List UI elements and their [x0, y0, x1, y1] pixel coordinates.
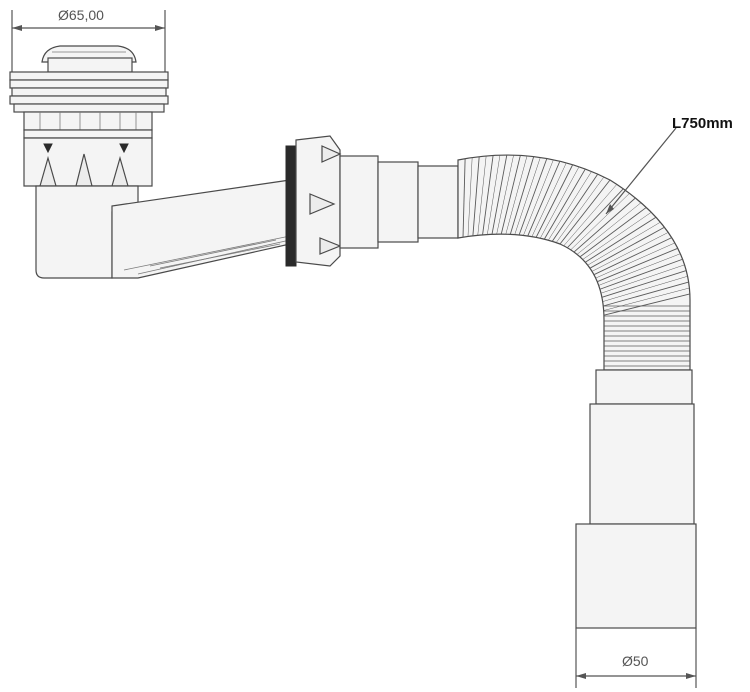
hose-rib — [573, 197, 636, 253]
hose-rib — [543, 168, 586, 240]
hose-rib — [462, 158, 466, 238]
hose-length-label: L750mm — [672, 115, 733, 132]
hose-rib — [539, 166, 580, 239]
hose-rib — [599, 258, 683, 290]
hose-rib — [598, 253, 681, 286]
hose-rib — [535, 164, 574, 238]
hose-rib — [523, 159, 554, 236]
hose-rib — [603, 293, 690, 316]
hose-rib — [597, 247, 678, 283]
connecting-pipe — [111, 179, 291, 279]
hose-rib — [593, 237, 672, 276]
hose-rib — [595, 242, 675, 279]
hose-rib — [509, 156, 535, 235]
hose-rib — [602, 276, 688, 302]
hose-rib — [579, 207, 647, 258]
hose-rib — [551, 173, 599, 242]
hose-rib — [576, 202, 642, 255]
hose-rib — [603, 281, 689, 307]
coupling-nut — [285, 135, 459, 267]
hose-rib — [491, 154, 508, 235]
hose-rib — [566, 188, 624, 249]
hose-rib — [482, 155, 494, 235]
hose-rib — [603, 287, 690, 311]
hose-rib — [500, 155, 521, 235]
hose-rib — [570, 193, 630, 251]
hose-rib — [600, 264, 685, 294]
hose-rib — [496, 155, 514, 235]
hose-length-callout: L750mm — [605, 115, 733, 215]
hose-rib — [505, 155, 528, 235]
top-dimension: Ø65,00 — [11, 7, 166, 78]
hose-rib — [591, 232, 669, 272]
hose-rib — [518, 158, 548, 236]
hose-rib — [589, 226, 665, 269]
hose-rib — [587, 221, 661, 266]
hose-rib — [559, 179, 611, 245]
hose-rib — [563, 184, 617, 246]
outlet-pipe — [575, 369, 697, 629]
hose-rib — [531, 162, 567, 237]
top-diameter-label: Ø65,00 — [58, 7, 104, 23]
hose-rib — [477, 155, 487, 236]
hose-rib — [582, 212, 652, 260]
hose-rib — [527, 161, 561, 237]
hose-rib — [472, 156, 480, 236]
hose-rib — [487, 155, 501, 235]
hose-rib — [467, 157, 473, 237]
hose-rib — [585, 216, 657, 263]
hose-rib — [601, 270, 687, 298]
flexible-hose — [457, 154, 691, 371]
bottom-dimension: Ø50 — [575, 628, 697, 688]
hose-rib — [548, 171, 592, 241]
hose-rib — [514, 157, 541, 235]
hose-rib — [555, 176, 605, 243]
bottom-diameter-label: Ø50 — [622, 653, 649, 669]
